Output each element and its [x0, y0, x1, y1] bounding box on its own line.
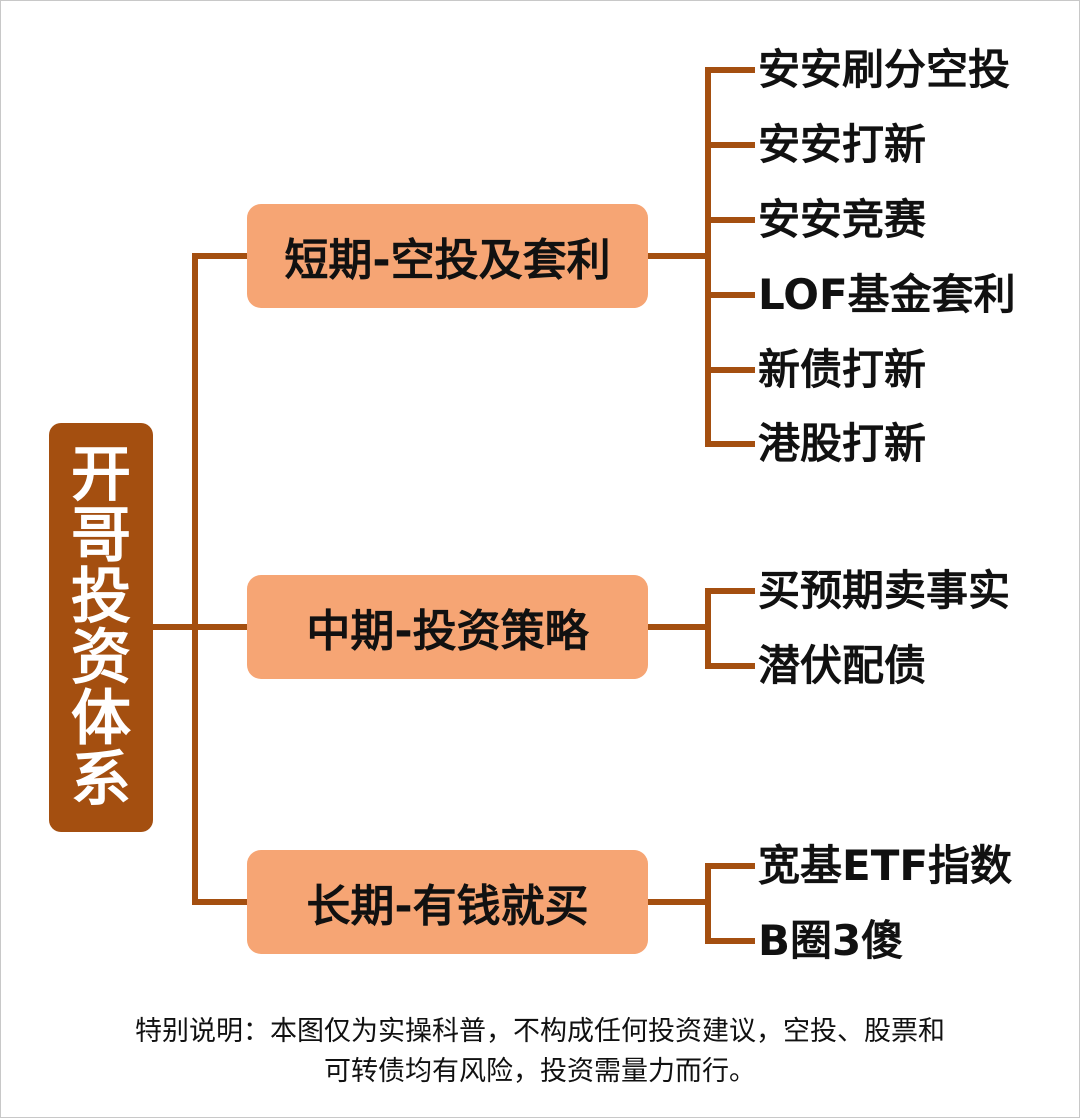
leaf-node: 潜伏配债 — [758, 641, 927, 690]
root-label: 开哥投资体系 — [71, 439, 131, 815]
leaf-node: 安安刷分空投 — [758, 45, 1011, 94]
disclaimer-line-2: 可转债均有风险，投资需量力而行。 — [324, 1056, 756, 1087]
leaf-node: B圈3傻 — [758, 916, 904, 965]
branch-node-long-term: 长期-有钱就买 — [247, 850, 648, 954]
leaf-node: 新债打新 — [758, 345, 927, 394]
leaf-node: 买预期卖事实 — [758, 566, 1011, 615]
leaf-node: 港股打新 — [758, 419, 927, 468]
leaf-node: 安安打新 — [758, 120, 927, 169]
leaf-node: 安安竞赛 — [758, 195, 927, 244]
leaf-node: LOF基金套利 — [758, 270, 1016, 319]
leaf-node: 宽基ETF指数 — [758, 841, 1013, 890]
branch-node-short-term: 短期-空投及套利 — [247, 204, 648, 308]
root-node: 开哥投资体系 — [49, 423, 153, 832]
branch-node-mid-term: 中期-投资策略 — [247, 575, 648, 679]
disclaimer-line-1: 特别说明：本图仅为实操科普，不构成任何投资建议，空投、股票和 — [135, 1016, 945, 1047]
